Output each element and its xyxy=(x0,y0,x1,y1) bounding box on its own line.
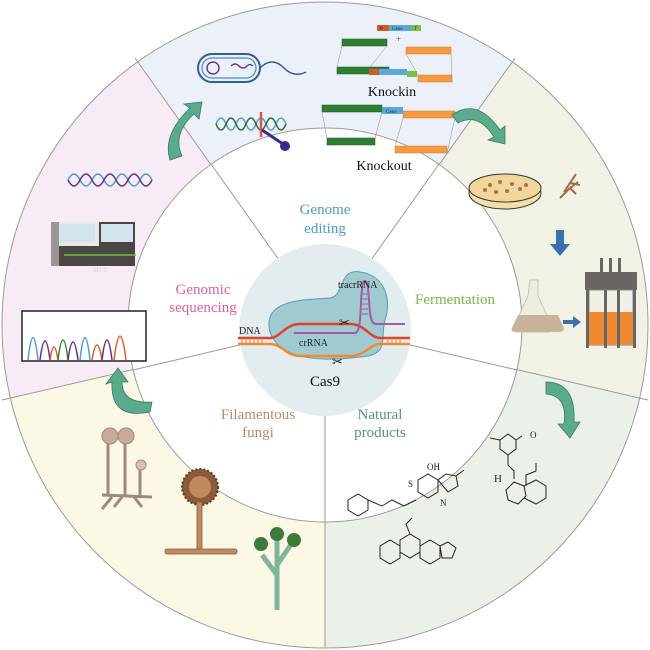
curved-arrow-icon xyxy=(167,101,203,161)
sulfur-label: S xyxy=(408,479,413,489)
hydrogen-label: H xyxy=(494,473,502,485)
mycelium-icon xyxy=(559,173,581,199)
oxygen-label: O xyxy=(530,430,537,440)
plus-sign: + xyxy=(396,34,401,44)
bioreactor-icon xyxy=(585,272,637,290)
chromatogram-peaks xyxy=(27,335,127,361)
tracrrna-stem xyxy=(362,293,368,315)
sequencer-icon: ATCG xyxy=(51,222,136,274)
label-filamentous-fungi-line1: Filamentous xyxy=(221,407,295,423)
tracrrna-loop xyxy=(361,280,369,291)
tracrrna-label: tracrRNA xyxy=(338,280,378,291)
label-genome-editing-line2: editing xyxy=(304,221,346,237)
homology-arm-left xyxy=(341,38,388,47)
curved-arrow-icon xyxy=(545,381,581,439)
label-natural-products-line1: Natural xyxy=(358,407,403,423)
gene-block xyxy=(389,25,411,31)
colonies xyxy=(483,180,528,194)
label-genomic-sequencing-line1: Genomic xyxy=(176,282,231,298)
crrna-label: crRNA xyxy=(299,338,329,349)
rhizopus-icon xyxy=(100,440,153,510)
cas9-protein-icon xyxy=(268,271,389,360)
promoter-block xyxy=(377,25,389,31)
fermentation-content xyxy=(468,173,637,348)
right-arrow-icon xyxy=(563,316,581,328)
gene-label: Gene xyxy=(386,110,397,115)
dna-helix-icon xyxy=(215,117,287,131)
genome-editing-content: P Gene T + Gene Knockin Knockout xyxy=(197,25,456,174)
penicillium-icon xyxy=(254,527,301,610)
cas9-probe-icon xyxy=(261,128,284,146)
label-genomic-sequencing-line2: sequencing xyxy=(169,300,237,316)
knockin-label: Knockin xyxy=(368,85,416,100)
knockout-label: Knockout xyxy=(356,159,411,174)
lovastatin-structure xyxy=(489,433,547,505)
scissors-icon: ✂ xyxy=(339,315,350,330)
filamentous-fungi-content xyxy=(100,427,301,610)
sporangium xyxy=(101,427,119,445)
gene-label: Gene xyxy=(392,27,403,32)
down-arrow-icon xyxy=(550,230,570,256)
promoter-label: P xyxy=(380,27,383,32)
sequencer-label: ATCG xyxy=(92,268,108,274)
dna-nontarget-strand xyxy=(238,342,410,358)
aflatoxin-structure xyxy=(379,517,457,565)
guide-rna xyxy=(294,289,405,334)
label-natural-products-line2: products xyxy=(354,425,406,441)
dna-label: DNA xyxy=(239,326,261,337)
label-genome-editing-line1: Genome xyxy=(300,202,351,218)
label-filamentous-fungi-line2: fungi xyxy=(242,425,274,441)
plasmid-icon xyxy=(206,61,220,75)
label-fermentation: Fermentation xyxy=(415,292,495,308)
genomic-sequencing-content: ATCG xyxy=(21,173,153,362)
penicillin-structure xyxy=(347,469,465,517)
aspergillus-icon xyxy=(164,468,238,555)
gene-block-knockout xyxy=(382,107,403,114)
natural-products-content: OH S N H O xyxy=(347,430,547,565)
dna-helix-icon xyxy=(67,173,153,187)
curved-arrow-icon xyxy=(104,367,153,414)
hydroxyl-label: OH xyxy=(427,462,440,472)
flagellum xyxy=(259,61,307,75)
sporangium xyxy=(135,459,147,471)
sporangium xyxy=(117,427,135,445)
scissors-icon: ✂ xyxy=(332,354,343,369)
dna-target-strand xyxy=(238,322,410,340)
curved-arrow-icon xyxy=(451,108,506,145)
cas9-title: Cas9 xyxy=(310,374,340,390)
terminator-block xyxy=(411,25,421,31)
dna-base-pairs xyxy=(241,338,401,344)
homology-arm-right xyxy=(405,46,452,55)
cas9-center: ✂ ✂ DNA tracrRNA crRNA Cas9 xyxy=(238,244,411,416)
nitrogen-label: N xyxy=(440,498,447,508)
process-arrows xyxy=(104,101,581,439)
terminator-label: T xyxy=(414,27,417,32)
